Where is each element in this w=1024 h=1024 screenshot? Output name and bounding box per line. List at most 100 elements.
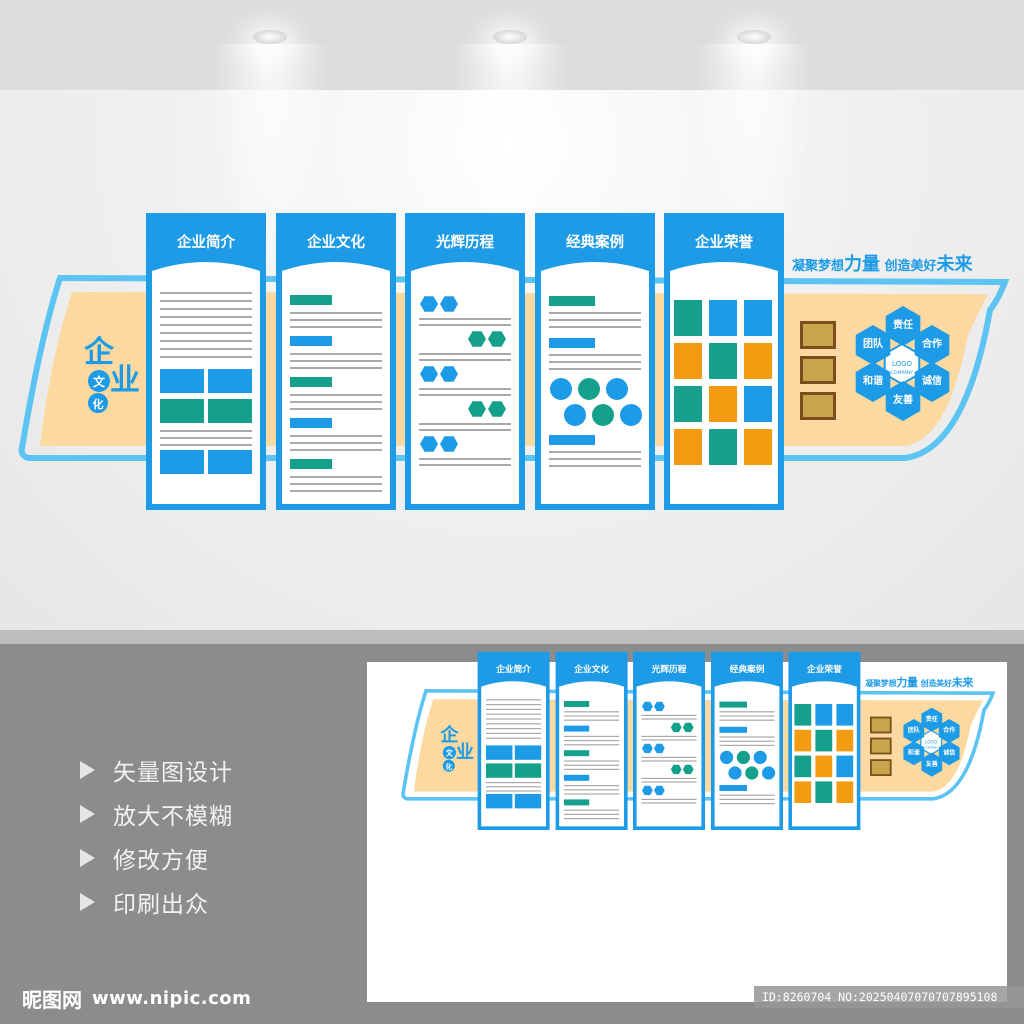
emblem-char: 企 bbox=[84, 335, 115, 370]
gold-plaque bbox=[871, 718, 890, 732]
panel-cases: 经典案例 bbox=[535, 213, 655, 510]
text-line bbox=[290, 442, 382, 444]
heading-bar bbox=[290, 336, 332, 346]
slogan-part: 凝聚梦想 bbox=[792, 258, 844, 274]
text-line bbox=[160, 292, 252, 294]
text-line bbox=[719, 794, 775, 796]
circle-icon bbox=[736, 750, 750, 764]
feature-item: 放大不模糊 bbox=[80, 792, 233, 836]
honor-certificate bbox=[744, 386, 772, 422]
heading-bar bbox=[564, 799, 590, 806]
text-line bbox=[564, 809, 620, 811]
hexagon-icon bbox=[654, 701, 665, 712]
text-line bbox=[419, 359, 511, 361]
circle-icon bbox=[720, 750, 734, 764]
text-line bbox=[564, 744, 620, 746]
image-block bbox=[514, 794, 542, 809]
emblem-dot bbox=[442, 759, 455, 772]
text-line bbox=[549, 326, 641, 328]
value-text: 和谐 bbox=[907, 748, 920, 756]
text-line bbox=[719, 740, 775, 742]
text-line bbox=[486, 723, 542, 725]
feature-item: 印刷出众 bbox=[80, 880, 233, 924]
text-line bbox=[160, 332, 252, 334]
emblem-dot bbox=[88, 393, 108, 413]
text-line bbox=[486, 708, 542, 710]
text-line bbox=[486, 704, 542, 706]
value-text: 合作 bbox=[943, 726, 955, 734]
logo-text: LOGO bbox=[892, 360, 913, 368]
emblem-small-char: 文 bbox=[93, 374, 106, 389]
emblem-small-char: 化 bbox=[93, 397, 104, 411]
text-line bbox=[160, 308, 252, 310]
text-line bbox=[160, 437, 252, 439]
emblem: 企业文化 bbox=[84, 335, 140, 413]
hexagon-icon bbox=[440, 366, 458, 382]
logo-text: LOGO bbox=[925, 740, 938, 745]
value-text: 友善 bbox=[893, 393, 913, 406]
divider-strip bbox=[0, 630, 1024, 644]
text-line bbox=[564, 760, 620, 762]
text-line bbox=[719, 803, 775, 805]
hexagon-icon bbox=[654, 785, 665, 796]
hexagon-icon bbox=[420, 436, 438, 452]
slogan: 凝聚梦想力量 创造美好未来 bbox=[792, 253, 974, 275]
slogan-part: 创造美好 bbox=[918, 678, 952, 688]
circle-icon bbox=[762, 766, 776, 780]
text-line bbox=[486, 732, 542, 734]
text-line bbox=[419, 464, 511, 466]
text-line bbox=[290, 401, 382, 403]
panel-title: 企业荣誉 bbox=[694, 233, 753, 251]
text-line bbox=[290, 449, 382, 451]
hexagon-icon bbox=[420, 366, 438, 382]
text-line bbox=[160, 430, 252, 432]
text-line bbox=[549, 465, 641, 467]
hexagon-icon bbox=[488, 331, 506, 347]
slogan-part: 凝聚梦想 bbox=[865, 678, 896, 688]
text-line bbox=[641, 756, 697, 758]
value-text: 责任 bbox=[893, 318, 913, 331]
feature-text: 矢量图设计 bbox=[113, 760, 233, 786]
text-line bbox=[290, 312, 382, 314]
brand-url[interactable]: www.nipic.com bbox=[92, 988, 252, 1009]
feature-item: 矢量图设计 bbox=[80, 748, 233, 792]
panel-board bbox=[481, 681, 546, 827]
heading-bar bbox=[549, 296, 595, 306]
text-line bbox=[549, 451, 641, 453]
text-line bbox=[290, 408, 382, 410]
brand-name: 昵图网 bbox=[22, 988, 82, 1012]
text-line bbox=[486, 699, 542, 701]
honor-certificate bbox=[836, 729, 854, 752]
ceiling-light-icon bbox=[493, 30, 527, 44]
image-block bbox=[514, 745, 542, 760]
emblem-dot bbox=[88, 370, 110, 392]
honor-certificate bbox=[794, 704, 812, 726]
slogan: 凝聚梦想力量 创造美好未来 bbox=[865, 675, 973, 689]
brand: 昵图网 www.nipic.com bbox=[22, 984, 251, 1013]
panel-board bbox=[636, 681, 702, 827]
panel-honor: 企业荣誉 bbox=[664, 213, 784, 510]
image-block bbox=[160, 399, 204, 423]
text-line bbox=[160, 340, 252, 342]
slogan-part: 创造美好 bbox=[880, 258, 937, 274]
panel-title: 经典案例 bbox=[730, 663, 765, 675]
ceiling-light-icon bbox=[737, 30, 771, 44]
slogan-part: 未来 bbox=[951, 675, 974, 689]
emblem-char: 业 bbox=[456, 742, 474, 763]
honor-certificate bbox=[794, 781, 812, 803]
text-line bbox=[419, 423, 511, 425]
text-line bbox=[160, 300, 252, 302]
hexagon-icon bbox=[670, 722, 682, 733]
wall-group: 企业文化凝聚梦想力量 创造美好未来企业简介企业文化光辉历程经典案例企业荣誉LOG… bbox=[18, 213, 1010, 510]
circle-icon bbox=[753, 750, 767, 764]
triangle-bullet-icon bbox=[80, 761, 95, 779]
emblem-small-char: 文 bbox=[445, 749, 454, 758]
heading-bar bbox=[564, 750, 590, 757]
text-line bbox=[160, 356, 252, 358]
honor-certificate bbox=[744, 300, 772, 336]
value-hexagon bbox=[921, 752, 943, 777]
value-hexagon bbox=[938, 741, 960, 766]
circle-icon bbox=[728, 766, 742, 780]
